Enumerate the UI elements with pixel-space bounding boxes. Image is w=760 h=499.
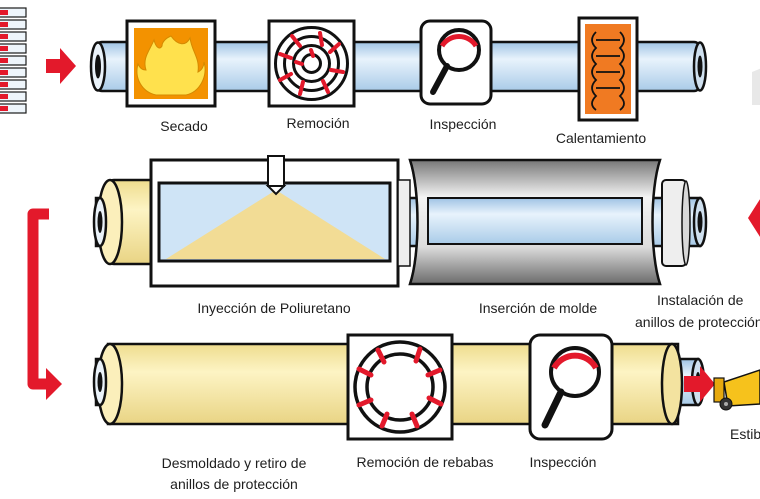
step-label-inspeccion-1: Inspección [429,116,497,132]
step-label-inspeccion-2: Inspección [529,454,597,470]
step-label-remocion: Remoción [286,115,350,131]
step-label-instalacion-line2: anillos de protección [635,314,760,330]
step-label-calentamiento: Calentamiento [555,130,647,146]
flow-arrow-2 [46,368,62,400]
magnifier-icon [419,19,493,106]
flame-icon [125,19,217,108]
step-label-secado: Secado [160,118,208,134]
flow-arrow-return [748,199,760,237]
polyurethane-injection-mold [149,155,411,288]
step-label-desmoldado-line2: anillos de protección [170,476,298,492]
magnifier-icon [528,333,614,441]
step-label-insercion-molde: Inserción de molde [478,300,598,316]
step-label-instalacion-line1: Instalación de [657,292,744,308]
steel-pipe-row1 [89,40,708,93]
flow-arrow-1 [46,48,76,84]
step-label-estiba: Estib [730,426,760,442]
forklift-icon [713,369,760,411]
step-label-desmoldado-line1: Desmoldado y retiro de [161,455,307,471]
step-label-remocion-rebabas: Remoción de rebabas [356,454,494,470]
flow-connector-row2-row3 [27,208,49,390]
mold-sleeve [408,158,662,286]
incoming-pipes-stack [0,7,27,114]
step-label-inyeccion: Inyección de Poliuretano [197,300,351,316]
truck-partial-icon [752,68,760,105]
deburring-wheel-icon [346,333,454,441]
protection-ring [661,179,691,267]
blast-wheel-icon [267,19,356,108]
heating-coil-icon [577,16,639,122]
flow-arrow-3 [684,366,715,402]
